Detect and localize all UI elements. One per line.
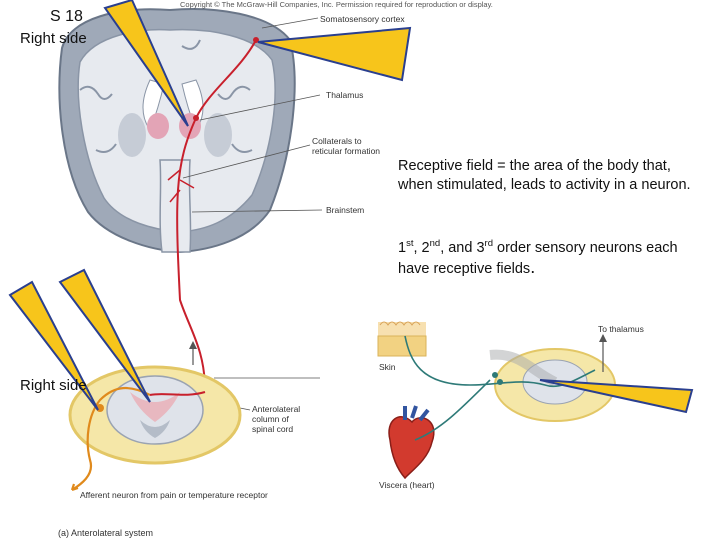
order-rest: order sensory neurons each have receptiv… xyxy=(398,239,678,277)
label-to-thalamus: To thalamus xyxy=(598,324,644,334)
pointer-cortex xyxy=(257,26,412,82)
order-second: 2 xyxy=(421,239,430,256)
label-collaterals-line1: Collaterals to xyxy=(312,136,362,146)
receptive-field-orders: 1st, 2nd, and 3rd order sensory neurons … xyxy=(398,238,678,277)
pointer-inset xyxy=(539,379,694,414)
label-viscera: Viscera (heart) xyxy=(379,480,435,490)
label-anterolateral-line1: Anterolateral xyxy=(252,404,301,414)
inset-skin xyxy=(377,321,427,357)
order-first-sup: st xyxy=(406,238,414,249)
order-third-sup: rd xyxy=(484,238,493,249)
copyright-notice: Copyright © The McGraw-Hill Companies, I… xyxy=(180,0,493,9)
slide-number: S 18 xyxy=(50,8,83,25)
label-anterolateral-line2: column of xyxy=(252,414,289,424)
label-brainstem: Brainstem xyxy=(326,205,365,215)
figure-caption: (a) Anterolateral system xyxy=(58,528,154,538)
pointer-dorsal-root xyxy=(8,280,99,411)
label-skin: Skin xyxy=(379,362,396,372)
receptive-field-definition: Receptive field = the area of the body t… xyxy=(398,158,691,193)
label-afferent-neuron: Afferent neuron from pain or temperature… xyxy=(80,490,268,500)
label-anterolateral: Anterolateral column of spinal cord xyxy=(252,404,300,434)
ascending-tract-line xyxy=(176,39,257,391)
brain-section xyxy=(58,8,296,254)
order-period: . xyxy=(530,256,536,277)
side-label-top: Right side xyxy=(20,30,87,47)
up-arrow-icon xyxy=(189,341,197,365)
label-anterolateral-line3: spinal cord xyxy=(252,424,294,434)
label-collaterals-line2: reticular formation xyxy=(312,146,381,156)
collateral-lines xyxy=(167,169,195,203)
label-collaterals: Collaterals to reticular formation xyxy=(312,136,380,156)
order-third: 3 xyxy=(476,239,485,256)
leader-lines xyxy=(182,17,323,411)
order-first: 1 xyxy=(398,239,407,256)
side-label-bottom: Right side xyxy=(20,377,87,394)
pointer-cord xyxy=(58,268,151,403)
spinal-cord-section xyxy=(68,365,242,465)
inset-heart xyxy=(388,405,435,480)
pointer-triangles xyxy=(8,0,694,414)
to-thalamus-arrow-icon xyxy=(599,334,607,342)
afferent-neuron-line xyxy=(70,387,151,492)
label-thalamus: Thalamus xyxy=(326,90,364,100)
order-second-sup: nd xyxy=(429,238,441,249)
label-somatosensory-cortex: Somatosensory cortex xyxy=(320,14,405,24)
pointer-thalamus xyxy=(103,0,189,127)
